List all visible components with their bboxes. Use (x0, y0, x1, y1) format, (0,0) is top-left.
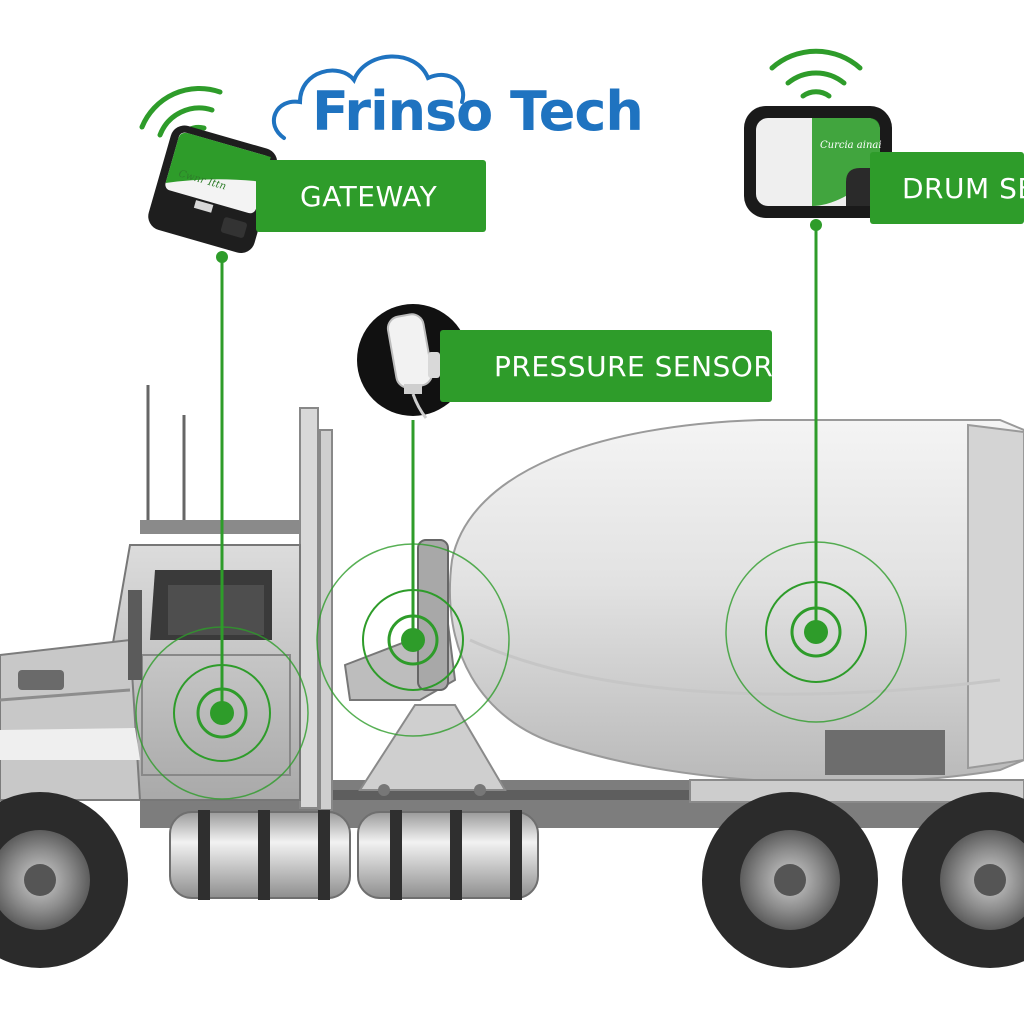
pressure-sensor-label-text: PRESSURE SENSOR (494, 349, 772, 383)
fuel-tanks (169, 810, 539, 900)
wifi-signal-icon (769, 48, 863, 99)
exhaust-stack (299, 407, 319, 809)
gateway-label: GATEWAY (256, 160, 486, 232)
truck-cab (0, 520, 301, 801)
brand-name: Frinso Tech (312, 80, 644, 143)
brand-logo: Frinso Tech (270, 40, 650, 150)
drum-pedestal (358, 704, 507, 791)
signal-ring-icon (316, 543, 510, 737)
drum-sensor-label-text: DRUM SE (902, 171, 1024, 205)
pressure-connector (316, 420, 510, 737)
drum-sensor-device: Curcia ainai (744, 48, 892, 218)
signal-ring-icon (135, 626, 309, 800)
mixer-truck (0, 385, 1024, 968)
svg-text:Curcia ainai: Curcia ainai (820, 140, 882, 151)
truck-wheels (0, 792, 1024, 968)
cloud-logo-icon (271, 54, 466, 140)
gateway-label-text: GATEWAY (300, 179, 438, 213)
mixer-drum (448, 419, 1024, 784)
gateway-device: Cwnr Ittn (139, 86, 278, 253)
pressure-sensor-label: PRESSURE SENSOR (440, 330, 772, 402)
drum-connector (725, 219, 907, 723)
drum-sensor-label: DRUM SE (870, 152, 1024, 224)
signal-ring-icon (725, 541, 907, 723)
gateway-connector (135, 251, 309, 800)
